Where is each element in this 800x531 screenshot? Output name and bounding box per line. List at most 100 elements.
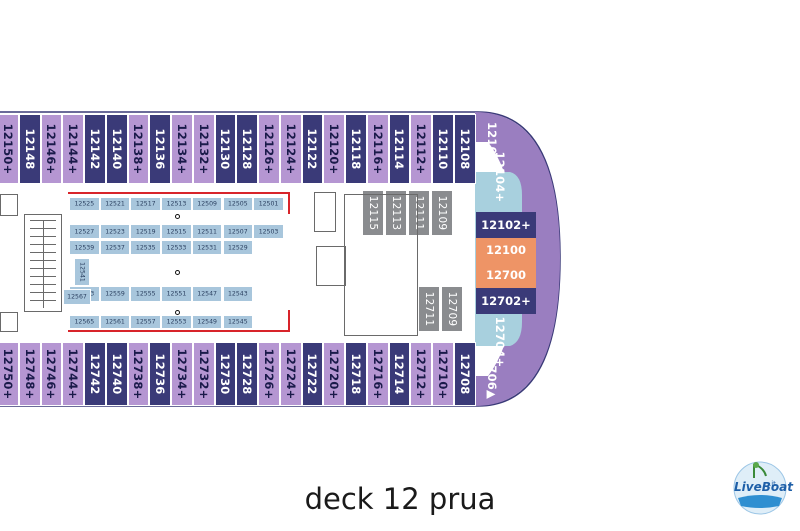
inside-cabin-label: 12559 (105, 290, 125, 298)
inside-cabin-12533: 12533 (161, 240, 192, 255)
wall-4 (344, 194, 418, 336)
bow-center-label: 12102+ (481, 218, 531, 232)
inside-cabin-label: 12529 (228, 244, 248, 251)
top-cabin-label: 12134+ (174, 123, 189, 175)
inside-cabin-12529: 12529 (222, 240, 254, 255)
inside-cabin-12515: 12515 (161, 224, 192, 239)
inside-cabin-label: 12561 (105, 318, 125, 326)
inside-cabin-label: 12543 (228, 290, 248, 298)
top-cabin-12116: 12116+ (366, 114, 389, 184)
bottom-cabin-label: 12750+ (0, 348, 15, 400)
top-cabin-label: 12130 (218, 128, 233, 170)
inside-cabin-12547: 12547 (191, 286, 223, 302)
grey-cabin-12111: 12111 (408, 190, 430, 236)
bow-top-cabin-12104: 12104+ (488, 147, 512, 207)
inside-cabin-label: 12525 (74, 200, 95, 208)
inside-cabin-12555: 12555 (130, 286, 162, 302)
top-cabin-12122: 12122 (301, 114, 324, 184)
top-cabin-12144: 12144+ (62, 114, 84, 184)
inside-cabin-label: 12557 (135, 318, 156, 326)
inside-cabin-label: 12523 (105, 228, 125, 235)
inside-cabin-12557: 12557 (130, 315, 162, 329)
wall-2 (24, 214, 62, 312)
bottom-cabin-label: 12734+ (174, 348, 189, 400)
inside-cabin-12541: 12541 (74, 258, 90, 286)
wall-0 (0, 194, 18, 216)
inside-cabin-label: 12513 (166, 200, 187, 208)
bottom-cabin-12734: 12734+ (171, 342, 193, 406)
inside-cabin-12537: 12537 (99, 240, 131, 255)
top-cabin-label: 12110 (435, 128, 450, 170)
top-cabin-label: 12150+ (0, 123, 15, 175)
bottom-cabin-label: 12730 (218, 353, 233, 395)
bottom-cabin-label: 12714 (392, 353, 407, 395)
inside-cabin-12561: 12561 (99, 315, 131, 329)
inside-cabin-label: 12527 (74, 228, 95, 235)
top-cabin-label: 12118 (348, 128, 363, 170)
liveboat-logo: LiveBoat .it (724, 458, 794, 522)
bottom-cabin-label: 12716+ (370, 348, 385, 400)
top-cabin-12126: 12126+ (258, 114, 280, 184)
inside-cabin-label: 12507 (228, 228, 248, 235)
bottom-cabin-12720: 12720+ (323, 342, 345, 406)
top-cabin-12142: 12142 (84, 114, 106, 184)
inside-cabin-12501: 12501 (253, 197, 284, 211)
bottom-cabin-12726: 12726+ (258, 342, 280, 406)
bow-center-label: 12700 (485, 268, 526, 282)
inside-cabin-12527: 12527 (69, 224, 100, 239)
bottom-cabin-label: 12722 (305, 353, 320, 395)
bottom-cabin-12736: 12736 (149, 342, 171, 406)
bottom-cabin-label: 12742 (87, 353, 102, 395)
inside-cabin-12549: 12549 (191, 315, 223, 329)
bow-center-cabin-12102-plus: 12102+ (476, 212, 536, 238)
inside-cabin-label: 12519 (135, 228, 156, 235)
bottom-cabin-label: 12732+ (196, 348, 211, 400)
grey-cabin-label: 12709 (446, 291, 458, 327)
inside-cabin-12535: 12535 (130, 240, 162, 255)
bottom-cabin-label: 12748+ (22, 348, 37, 400)
top-cabin-12112: 12112+ (410, 114, 432, 184)
top-cabin-12150: 12150+ (0, 114, 19, 184)
wall-1 (0, 312, 18, 332)
top-cabin-label: 12126+ (261, 123, 276, 175)
top-cabin-label: 12128 (240, 128, 255, 170)
top-cabin-label: 12148 (22, 128, 37, 170)
top-cabin-label: 12116+ (370, 123, 385, 175)
bottom-cabin-12718: 12718 (345, 342, 367, 406)
deck-caption: deck 12 prua (304, 482, 496, 516)
bottom-cabin-12732: 12732+ (192, 342, 215, 406)
bow-bottom-cabin-label: 12704+ (493, 316, 507, 368)
bottom-cabin-12744: 12744+ (62, 342, 84, 406)
bottom-cabin-12728: 12728 (236, 342, 258, 406)
top-cabin-12108: 12108 (453, 114, 476, 184)
inside-cabin-12545: 12545 (222, 315, 254, 329)
inside-cabin-12503: 12503 (253, 224, 284, 239)
inside-cabin-12551: 12551 (161, 286, 192, 302)
bow-center-cabin-12702-plus: 12702+ (476, 288, 536, 314)
grey-cabin-12711: 12711 (418, 286, 440, 332)
bottom-cabin-12710: 12710+ (432, 342, 454, 406)
stair-rail (43, 220, 44, 308)
inside-cabin-label: 12549 (197, 318, 217, 326)
top-cabin-label: 12114 (392, 128, 407, 170)
grey-cabin-12709: 12709 (441, 286, 463, 332)
inside-cabin-12543: 12543 (222, 286, 254, 302)
bottom-cabin-12712: 12712+ (410, 342, 432, 406)
inside-cabin-12525: 12525 (69, 197, 100, 211)
inside-cabin-label: 12535 (135, 244, 156, 251)
bow-top-cabin-label: 12104+ (493, 151, 507, 203)
top-cabin-label: 12124+ (283, 123, 298, 175)
grey-cabin-label: 12711 (423, 291, 435, 327)
logo-suffix: .it (769, 480, 776, 488)
inside-cabin-12521: 12521 (99, 197, 131, 211)
top-cabin-12148: 12148 (18, 114, 41, 184)
bow-center-cabin-12100: 12100 (476, 238, 536, 262)
bow-center-label: 12100 (485, 243, 526, 257)
top-cabin-12110: 12110 (432, 114, 454, 184)
top-cabin-12130: 12130 (214, 114, 237, 184)
top-cabin-12140: 12140 (105, 114, 128, 184)
bottom-cabin-label: 12728 (240, 353, 255, 395)
inside-cabin-12519: 12519 (130, 224, 162, 239)
inside-cabin-12513: 12513 (161, 197, 192, 211)
